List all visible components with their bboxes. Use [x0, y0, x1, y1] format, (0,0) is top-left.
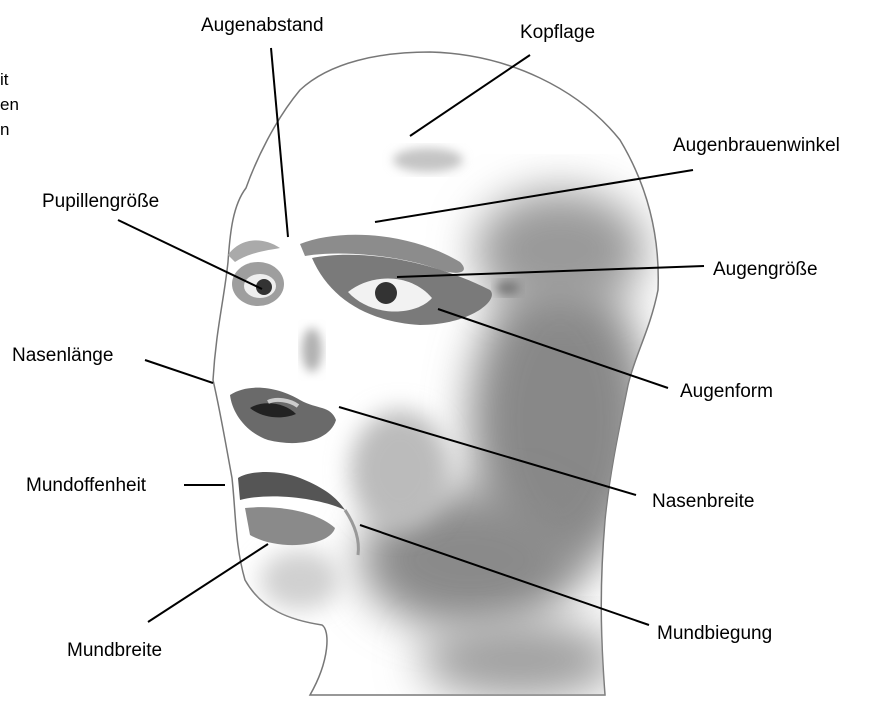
- label-mouth-openness: Mundoffenheit: [26, 475, 147, 496]
- label-eye-distance: Augenabstand: [201, 15, 324, 36]
- right-pupil: [375, 282, 397, 304]
- label-eye-shape: Augenform: [680, 381, 773, 402]
- label-eye-size: Augengröße: [713, 259, 818, 280]
- chin-shade: [260, 550, 340, 610]
- label-nose-length: Nasenlänge: [12, 345, 113, 366]
- label-nose-width: Nasenbreite: [652, 491, 754, 512]
- nose-bridge-shade: [302, 328, 322, 372]
- label-mouth-width: Mundbreite: [67, 640, 162, 661]
- neck-shadow: [420, 620, 620, 700]
- clipped-fragment-2: en: [0, 95, 19, 114]
- label-brow-angle: Augenbrauenwinkel: [673, 135, 840, 156]
- cheek-shade: [350, 410, 450, 530]
- right-eye-outer: [496, 281, 520, 295]
- clipped-fragment-1: it: [0, 70, 9, 89]
- leader-nose-length: [145, 360, 213, 383]
- label-pupil-size: Pupillengröße: [42, 191, 159, 212]
- clipped-text-fragments: it en n: [0, 70, 19, 139]
- forehead-patch: [393, 148, 463, 172]
- label-head-tilt: Kopflage: [520, 22, 595, 43]
- clipped-fragment-3: n: [0, 120, 9, 139]
- label-mouth-curve: Mundbiegung: [657, 623, 772, 644]
